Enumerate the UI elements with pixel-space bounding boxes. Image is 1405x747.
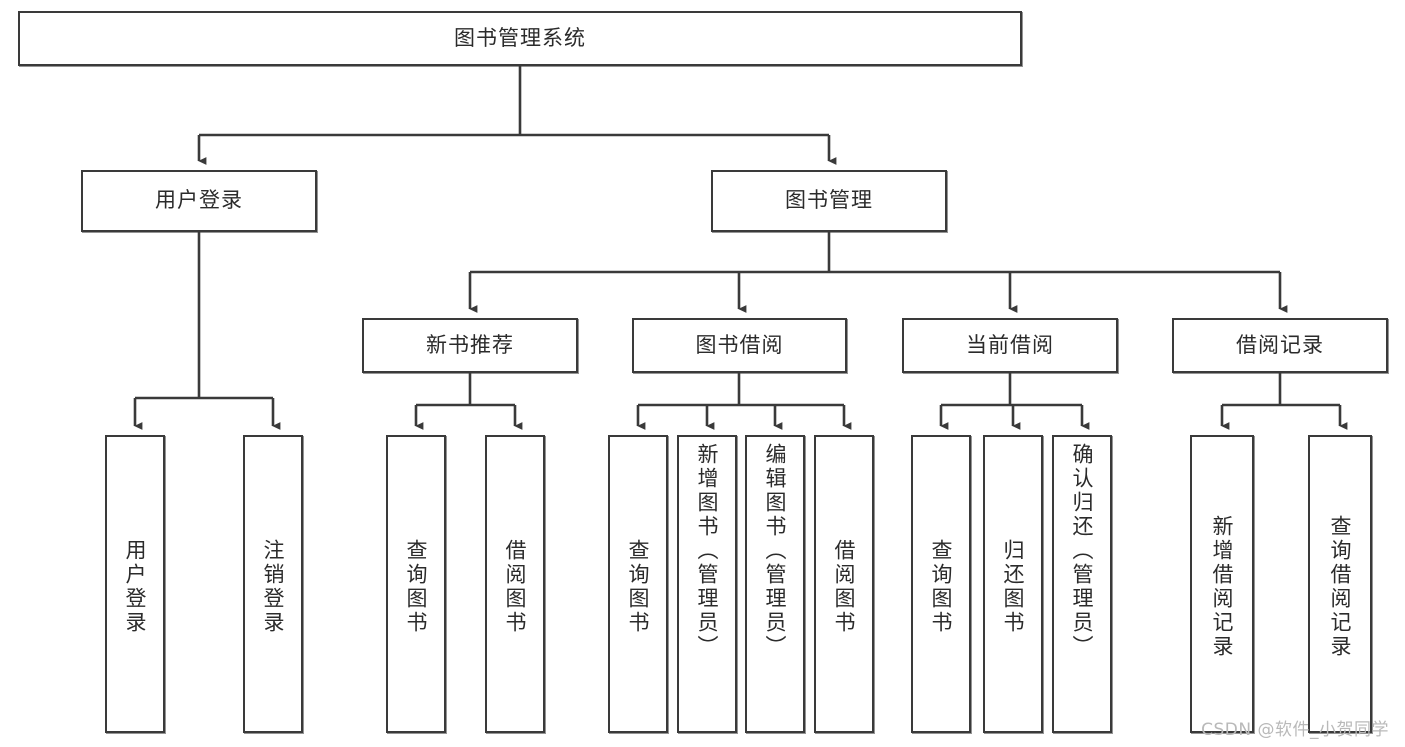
function-node-label: 新增借阅记录 (1210, 515, 1235, 659)
function-node-6[interactable]: 编辑图书（管理员） (745, 435, 805, 733)
function-node-label: 借阅图书 (503, 539, 528, 635)
function-node-11[interactable]: 新增借阅记录 (1190, 435, 1254, 733)
function-node-label: 确认归还（管理员） (1070, 443, 1095, 659)
module-node-label: 用户登录 (155, 188, 243, 213)
module-node-label: 图书管理 (785, 188, 873, 213)
function-node-8[interactable]: 查询图书 (911, 435, 971, 733)
function-node-label: 查询图书 (404, 539, 429, 635)
function-node-12[interactable]: 查询借阅记录 (1308, 435, 1372, 733)
function-node-7[interactable]: 借阅图书 (814, 435, 874, 733)
submodule-node-label: 图书借阅 (695, 332, 784, 357)
root-node-system[interactable]: 图书管理系统 (18, 11, 1022, 66)
function-node-label: 查询借阅记录 (1328, 515, 1353, 659)
function-node-0[interactable]: 用户登录 (105, 435, 165, 733)
function-node-label: 借阅图书 (832, 539, 857, 635)
root-node-label: 图书管理系统 (454, 25, 586, 50)
function-node-label: 新增图书（管理员） (695, 443, 720, 659)
function-node-label: 归还图书 (1001, 539, 1026, 635)
function-node-10[interactable]: 确认归还（管理员） (1052, 435, 1112, 733)
function-node-1[interactable]: 注销登录 (243, 435, 303, 733)
module-node-1[interactable]: 图书管理 (711, 170, 947, 232)
function-node-4[interactable]: 查询图书 (608, 435, 668, 733)
submodule-node-0[interactable]: 新书推荐 (362, 318, 578, 373)
submodule-node-2[interactable]: 当前借阅 (902, 318, 1118, 373)
function-node-2[interactable]: 查询图书 (386, 435, 446, 733)
function-node-9[interactable]: 归还图书 (983, 435, 1043, 733)
function-node-label: 编辑图书（管理员） (763, 443, 788, 659)
function-node-label: 查询图书 (626, 539, 651, 635)
module-node-0[interactable]: 用户登录 (81, 170, 317, 232)
submodule-node-label: 借阅记录 (1236, 332, 1324, 357)
submodule-node-label: 当前借阅 (966, 332, 1054, 357)
submodule-node-1[interactable]: 图书借阅 (632, 318, 847, 373)
function-node-label: 用户登录 (123, 539, 148, 635)
submodule-node-label: 新书推荐 (426, 332, 514, 357)
function-node-5[interactable]: 新增图书（管理员） (677, 435, 737, 733)
function-node-label: 查询图书 (929, 539, 954, 635)
function-node-label: 注销登录 (261, 539, 286, 635)
function-node-3[interactable]: 借阅图书 (485, 435, 545, 733)
submodule-node-3[interactable]: 借阅记录 (1172, 318, 1388, 373)
